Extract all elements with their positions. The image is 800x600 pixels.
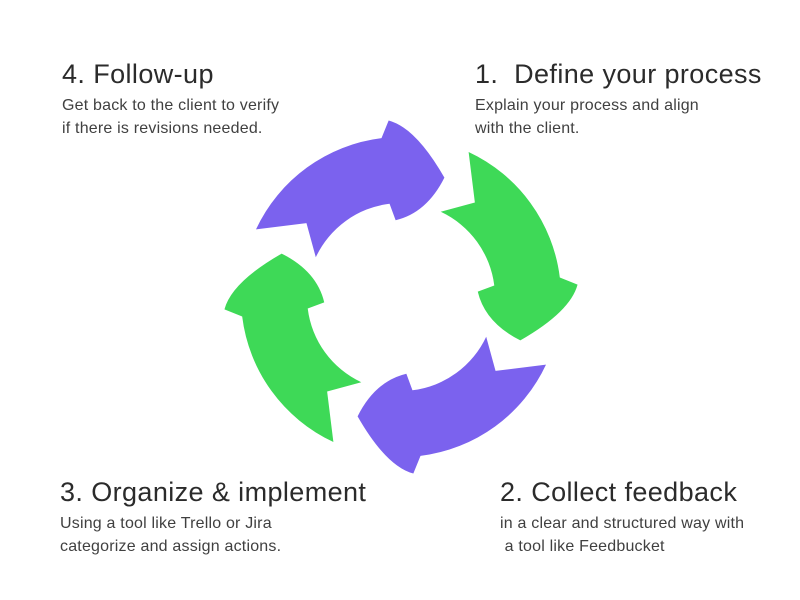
step-1-description-line-1: Explain your process and align xyxy=(475,97,699,114)
step-2-title: 2. Collect feedback xyxy=(500,477,738,507)
cycle-arrow-step1-green xyxy=(440,151,578,341)
step-4-follow-up: 4. Follow-up Get back to the client to v… xyxy=(62,57,372,140)
step-4-description-line-1: Get back to the client to verify xyxy=(62,97,280,114)
step-4-description: Get back to the client to verify if ther… xyxy=(62,95,372,140)
step-4-description-line-2: if there is revisions needed. xyxy=(62,119,263,137)
step-4-title: 4. Follow-up xyxy=(62,59,214,89)
cycle-arrow-step4-purple xyxy=(255,120,445,258)
step-2-description-line-1: in a clear and structured way with xyxy=(500,515,745,532)
step-3-title: 3. Organize & implement xyxy=(60,477,367,507)
step-1-description: Explain your process and align with the … xyxy=(475,95,775,140)
step-3-description-line-2: categorize and assign actions. xyxy=(60,537,282,555)
step-2-description-line-2: a tool like Feedbucket xyxy=(500,537,665,555)
step-1-define-process: 1. Define your process Explain your proc… xyxy=(475,57,775,140)
cycle-arrow-step3-green xyxy=(224,253,362,443)
step-2-collect-feedback: 2. Collect feedback in a clear and struc… xyxy=(500,475,800,558)
cycle-arrow-step2-purple xyxy=(357,336,547,474)
step-2-description: in a clear and structured way with a too… xyxy=(500,513,800,558)
step-1-description-line-2: with the client. xyxy=(475,119,580,137)
step-3-organize-implement: 3. Organize & implement Using a tool lik… xyxy=(60,475,400,558)
step-3-description-line-1: Using a tool like Trello or Jira xyxy=(60,515,272,532)
cycle-diagram xyxy=(224,120,578,474)
step-1-title: 1. Define your process xyxy=(475,59,762,89)
step-3-description: Using a tool like Trello or Jira categor… xyxy=(60,513,400,558)
